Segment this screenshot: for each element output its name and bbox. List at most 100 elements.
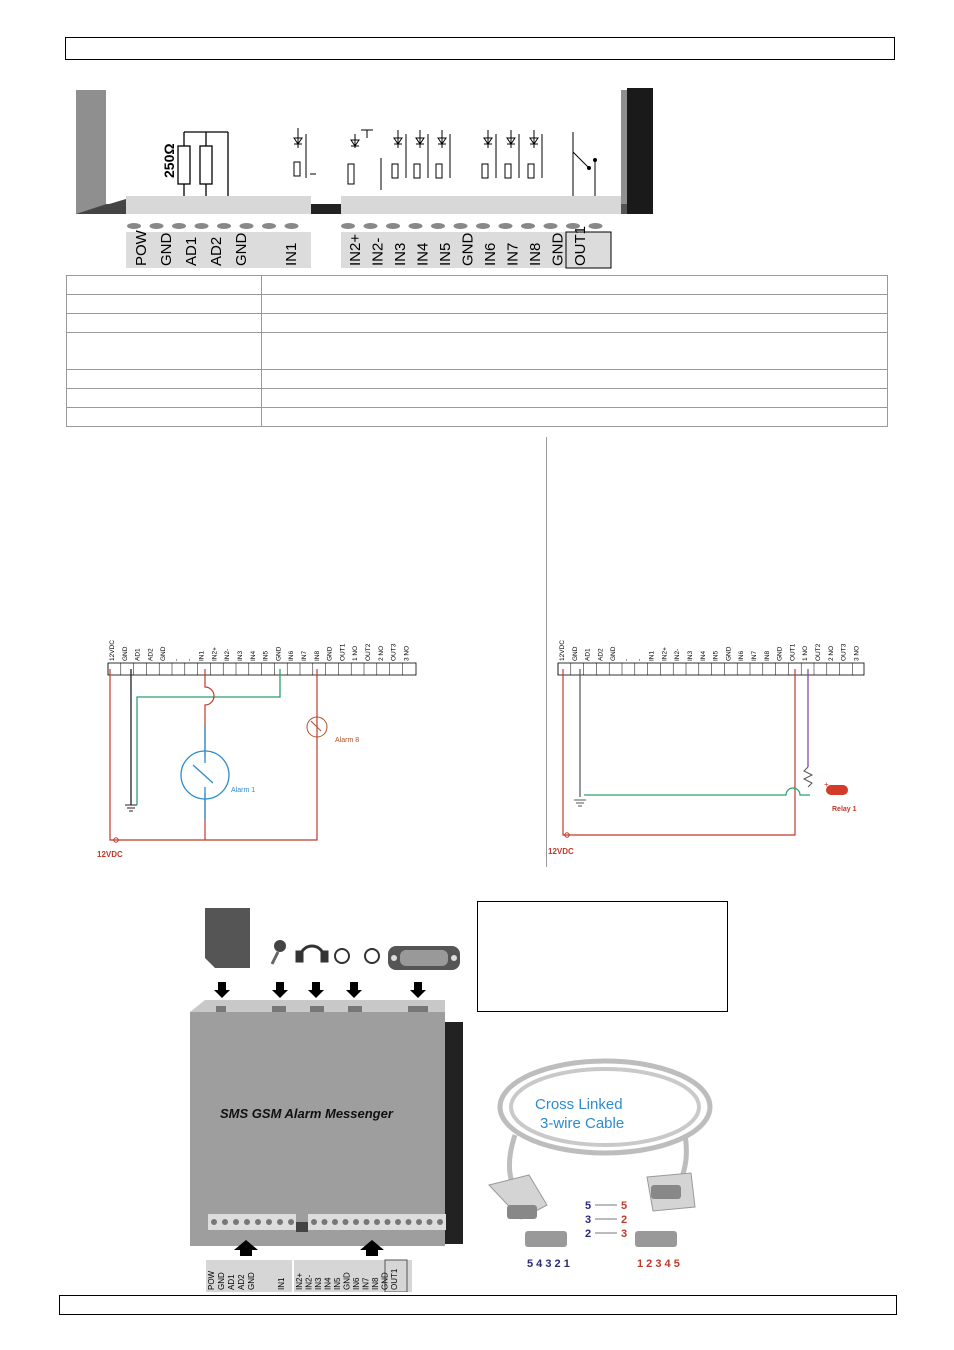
terminal-screw-icon [341, 223, 355, 229]
terminal-label: GND [725, 646, 732, 661]
table-row [66, 294, 888, 314]
map-right-1: 5 [621, 1200, 627, 1212]
terminal-screw-icon [431, 223, 445, 229]
terminal-label: GND [550, 233, 567, 267]
terminal-label: IN7 [751, 651, 758, 662]
terminal-screw-icon [217, 223, 231, 229]
terminal-label: IN8 [527, 243, 544, 266]
terminal-screw-icon [566, 223, 580, 229]
db9-pin-face-icon [635, 1231, 677, 1247]
terminal-screw-icon [284, 223, 299, 229]
terminal-label: GND [158, 233, 175, 267]
terminal-label: GND [275, 646, 282, 661]
terminal-label: 12VDC [559, 640, 566, 661]
terminal-label: AD1 [135, 648, 142, 661]
terminal-label: GND [572, 646, 579, 661]
terminal-label: IN7 [362, 1277, 371, 1290]
terminal-label: 2 NO [828, 646, 835, 661]
terminal-screw-icon [386, 223, 400, 229]
terminal-label: OUT1 [339, 643, 346, 661]
terminal-screw-icon [408, 223, 423, 229]
terminal-label: GND [233, 233, 250, 267]
terminal-label: GND [381, 1272, 390, 1290]
terminal-label: IN3 [237, 651, 244, 662]
terminal-screw-icon [222, 1219, 228, 1225]
terminal-label: AD1 [585, 648, 592, 661]
terminal-screw-icon [342, 1219, 349, 1225]
terminal-label: AD1 [183, 237, 200, 266]
terminal-label: IN2+ [211, 647, 218, 661]
terminal-label: OUT3 [391, 643, 398, 661]
terminal-label: IN4 [324, 1277, 333, 1290]
led-connector-icon [334, 948, 350, 964]
terminal-label: IN2+ [347, 234, 364, 266]
terminal-screw-icon [384, 1219, 391, 1225]
map-right-3: 3 [621, 1228, 627, 1240]
terminal-screw-icon [172, 223, 186, 229]
terminal-label: AD2 [147, 648, 154, 661]
note-box [477, 901, 728, 1012]
terminal-label: IN7 [301, 651, 308, 662]
terminal-label: IN4 [700, 651, 707, 662]
pins-left-label: 5 4 3 2 1 [527, 1258, 570, 1270]
terminal-label: 12VDC [109, 640, 116, 661]
terminal-label: GND [160, 646, 167, 661]
terminal-screw-icon [127, 223, 141, 229]
terminal-label: POW [133, 229, 150, 266]
terminal-label: IN6 [352, 1277, 361, 1290]
terminal-label: - [186, 659, 193, 661]
terminal-label: GND [217, 1272, 226, 1290]
cable-illustration: Cross Linked 3-wire Cable 5 3 2 5 2 3 5 … [488, 1058, 713, 1270]
terminal-screw-icon [416, 1219, 422, 1225]
terminal-screw-icon [311, 1219, 317, 1225]
table-row [66, 407, 888, 427]
terminal-screws [127, 223, 603, 229]
terminal-label: GND [343, 1272, 352, 1290]
alarm8-label: Alarm 8 [335, 737, 359, 744]
terminal-label: AD2 [237, 1274, 246, 1290]
terminal-screw-icon [211, 1219, 217, 1225]
cable-title-line1: Cross Linked [535, 1096, 623, 1113]
terminal-screw-icon [277, 1219, 283, 1225]
terminal-label: GND [610, 646, 617, 661]
terminal-label: IN5 [713, 651, 720, 662]
terminal-screw-icon [288, 1219, 294, 1225]
terminal-label: IN1 [649, 651, 656, 662]
terminal-label: AD2 [597, 648, 604, 661]
terminal-label: 1 NO [352, 646, 359, 661]
terminal-screws [211, 1219, 443, 1225]
terminal-label: IN3 [314, 1277, 323, 1290]
terminal-label: AD1 [227, 1274, 236, 1290]
terminal-label: IN5 [333, 1277, 342, 1290]
terminal-screw-icon [233, 1219, 239, 1225]
terminal-label: IN8 [764, 651, 771, 662]
table-row [66, 369, 888, 389]
resistor-label: 250Ω [161, 143, 177, 178]
terminal-label: - [623, 659, 630, 661]
terminal-screw-icon [353, 1219, 359, 1225]
terminal-label: OUT2 [365, 643, 372, 661]
terminal-screw-icon [588, 223, 603, 229]
terminal-screw-icon [453, 223, 468, 229]
terminal-screw-icon [149, 223, 164, 229]
terminal-screw-icon [244, 1219, 250, 1225]
db9-female-connector-icon [646, 1172, 696, 1212]
terminal-screw-icon [374, 1219, 380, 1225]
column-divider [546, 437, 547, 867]
table-row [66, 275, 888, 295]
table-row [66, 388, 888, 408]
terminal-label: IN8 [314, 651, 321, 662]
terminal-label: IN3 [392, 243, 409, 266]
device-illustration: SIMMICEarphonesLED1&2DB9 SMS GSM Alarm M… [190, 908, 463, 1292]
terminal-label: IN4 [415, 243, 432, 266]
terminal-label: OUT3 [841, 643, 848, 661]
terminal-label: IN2- [674, 649, 681, 661]
terminal-label: IN4 [250, 651, 257, 662]
page-header-box [65, 37, 895, 60]
map-left-2: 3 [585, 1214, 591, 1226]
terminal-screw-icon [405, 1219, 412, 1225]
pin-description-table [66, 275, 888, 427]
